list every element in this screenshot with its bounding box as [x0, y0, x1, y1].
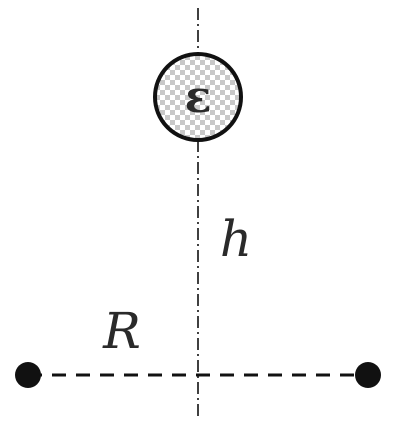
height-label: h: [220, 210, 252, 268]
right-endpoint-dot: [355, 362, 381, 388]
radius-label: R: [102, 302, 141, 360]
dielectric-sphere: [153, 52, 243, 142]
sphere-symbol-label: ε: [185, 72, 212, 123]
left-endpoint-dot: [15, 362, 41, 388]
